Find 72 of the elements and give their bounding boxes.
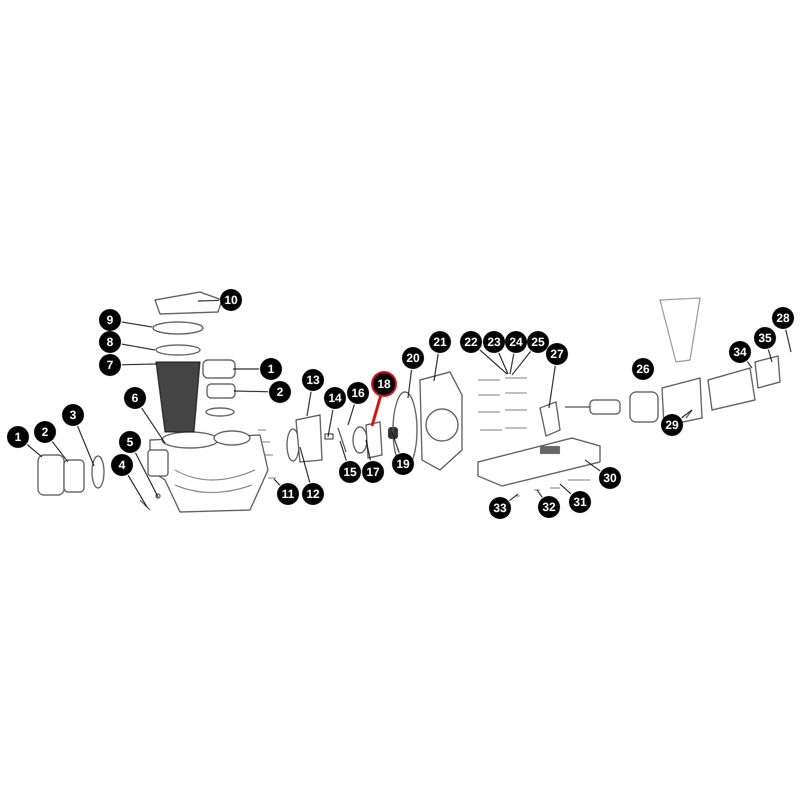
leader-line (52, 441, 68, 462)
callout-number: 25 (527, 331, 549, 353)
callout-number: 1 (7, 426, 29, 448)
leader-line (274, 478, 280, 486)
leader-line (768, 349, 772, 362)
callout-number: 19 (392, 453, 414, 475)
leader-line (512, 350, 532, 376)
leader-line (548, 365, 556, 408)
callout-number: 5 (119, 431, 141, 453)
leader-line (508, 494, 518, 502)
callout-number: 2 (34, 421, 56, 443)
callout-number: 2 (269, 381, 291, 403)
callout-number: 6 (124, 387, 146, 409)
callout-number: 13 (302, 369, 324, 391)
leader-line (134, 452, 158, 498)
callout-number: 1 (260, 358, 282, 380)
leader-line (26, 444, 42, 458)
callout-number: 26 (632, 358, 654, 380)
callout-number: 24 (505, 331, 527, 353)
callout-number: 15 (339, 461, 361, 483)
callout-number: 32 (538, 496, 560, 518)
leader-line (234, 390, 268, 392)
callout-number: 16 (347, 382, 369, 404)
callout-number: 7 (99, 354, 121, 376)
leader-line (328, 409, 334, 438)
callout-number: 28 (772, 307, 794, 329)
leader-line (121, 344, 156, 350)
leader-line (141, 407, 166, 444)
leader-line (300, 446, 310, 483)
callout-number: 17 (362, 461, 384, 483)
callout-number: 31 (569, 491, 591, 513)
callout-number: 30 (599, 467, 621, 489)
leader-line (366, 440, 371, 461)
leader-line (785, 329, 792, 352)
callout-number: 4 (111, 454, 133, 476)
leader-line (584, 460, 601, 472)
leader-line (232, 368, 260, 370)
leader-line (198, 300, 220, 302)
leader-line (77, 426, 94, 466)
leader-line (746, 361, 752, 368)
callout-number: 9 (99, 309, 121, 331)
callout-number: 11 (277, 483, 299, 505)
callout-number: 10 (220, 289, 242, 311)
callout-number: 8 (99, 331, 121, 353)
leader-line (122, 364, 158, 366)
callout-number: 33 (489, 497, 511, 519)
leader-line (392, 432, 400, 454)
leader-line (498, 352, 508, 374)
callout-number: 3 (62, 404, 84, 426)
leader-line (348, 404, 355, 426)
callout-number: 21 (429, 331, 451, 353)
callout-number: 20 (402, 347, 424, 369)
callout-number: 18 (373, 373, 395, 395)
leader-line (434, 353, 439, 382)
callout-number: 22 (460, 331, 482, 353)
callout-number: 12 (302, 483, 324, 505)
callout-number: 14 (324, 387, 346, 409)
leader-line (121, 321, 152, 328)
callout-number: 27 (546, 343, 568, 365)
leader-line (370, 395, 382, 426)
callout-number: 29 (661, 414, 683, 436)
leader-line (306, 391, 312, 416)
leader-line (536, 490, 543, 498)
callout-number: 35 (754, 327, 776, 349)
leader-line (681, 410, 692, 418)
leader-line (510, 353, 514, 374)
leader-line (479, 349, 508, 374)
leader-line (560, 484, 572, 494)
leader-line (340, 440, 347, 462)
callout-number: 34 (729, 341, 751, 363)
callout-number: 23 (483, 331, 505, 353)
leader-line (128, 474, 148, 508)
